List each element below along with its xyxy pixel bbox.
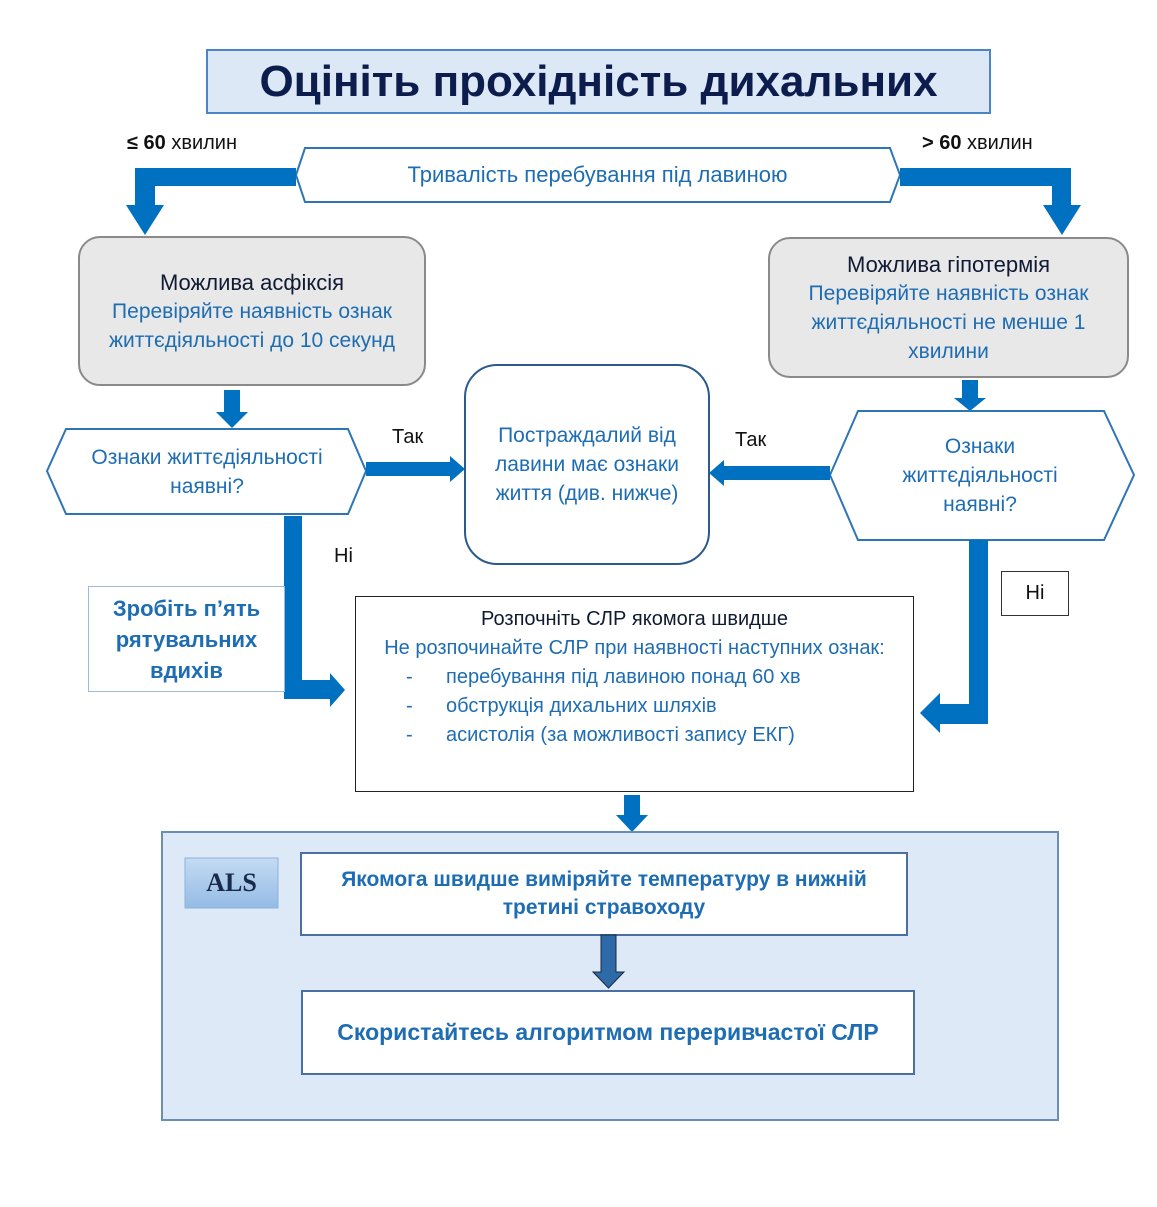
als-step1: Якомога швидше виміряйте температуру в н…	[341, 868, 867, 919]
bullet: -	[406, 695, 413, 717]
rescue-breaths-box: Зробіть п’ять рятувальних вдихів	[88, 586, 285, 692]
arrow-no-left	[284, 516, 345, 707]
cpr-item-text: перебування під лавиною понад 60 хв	[446, 666, 801, 688]
left-branch-symbol: ≤ 60	[127, 132, 166, 154]
arrow-cpr-down	[616, 795, 648, 832]
als-badge: ALS	[206, 868, 257, 897]
title-box: Оцініть прохідність дихальних	[206, 49, 991, 114]
arrow-hypothermia-down	[954, 380, 986, 411]
arrow-als-down	[591, 934, 626, 989]
cpr-item-text: асистолія (за можливості запису ЕКГ)	[446, 724, 795, 746]
duration-label: Тривалість перебування під лавиною	[407, 162, 788, 187]
als-step2: Скористайтесь алгоритмом переривчастої С…	[337, 1019, 879, 1045]
cpr-heading: Розпочніть СЛР якомога швидше	[481, 608, 788, 630]
left-branch-unit: хвилин	[171, 132, 238, 154]
bullet: -	[406, 724, 413, 746]
bullet: -	[406, 666, 413, 688]
asphyxia-heading: Можлива асфіксія	[159, 269, 345, 295]
signs-left-text: Ознаки життєдіяльності наявні?	[91, 445, 323, 498]
cpr-item: - обструкція дихальних шляхів	[356, 692, 913, 721]
arrow-yes-right	[709, 460, 830, 486]
signs-right-hexagon	[828, 410, 1136, 541]
cpr-subheading: Не розпочинайте СЛР при наявності наступ…	[384, 637, 885, 659]
arrow-right-branch	[900, 168, 1081, 235]
hypothermia-text: Перевіряйте наявність ознак життєдіяльно…	[808, 281, 1089, 363]
yes-right-label: Так	[735, 429, 767, 451]
asphyxia-text: Перевіряйте наявність ознак життєдіяльно…	[108, 299, 396, 352]
als-step1-box	[300, 852, 908, 936]
cpr-item: - перебування під лавиною понад 60 хв	[356, 663, 913, 692]
right-branch-symbol: > 60	[922, 132, 962, 154]
left-branch-label: ≤ 60 хвилин	[127, 132, 237, 155]
asphyxia-box: Можлива асфіксія Перевіряйте наявність о…	[78, 236, 426, 386]
als-badge-bg	[184, 857, 279, 909]
signs-right-text: Ознаки життєдіяльності наявні?	[902, 435, 1058, 516]
alive-text: Постраждалий від лавини має ознаки життя…	[495, 424, 679, 505]
arrow-yes-left	[366, 456, 465, 482]
hypothermia-heading: Можлива гіпотермія	[847, 251, 1050, 277]
yes-left-label: Так	[392, 426, 424, 448]
hypothermia-box: Можлива гіпотермія Перевіряйте наявність…	[768, 237, 1129, 378]
arrow-no-right	[920, 540, 988, 733]
cpr-item: - асистолія (за можливості запису ЕКГ)	[356, 721, 913, 750]
no-right-label: Ні	[1001, 571, 1069, 616]
als-step2-box	[301, 990, 915, 1075]
no-left-label: Ні	[334, 545, 353, 567]
page-title: Оцініть прохідність дихальних	[259, 56, 938, 106]
arrow-left-branch	[126, 168, 296, 235]
cpr-box: Розпочніть СЛР якомога швидше Не розпочи…	[355, 596, 914, 792]
right-branch-label: > 60 хвилин	[922, 132, 1033, 155]
arrow-asphyxia-down	[216, 390, 248, 428]
right-branch-unit: хвилин	[967, 132, 1033, 154]
alive-box	[464, 364, 710, 565]
cpr-item-text: обструкція дихальних шляхів	[446, 695, 717, 717]
